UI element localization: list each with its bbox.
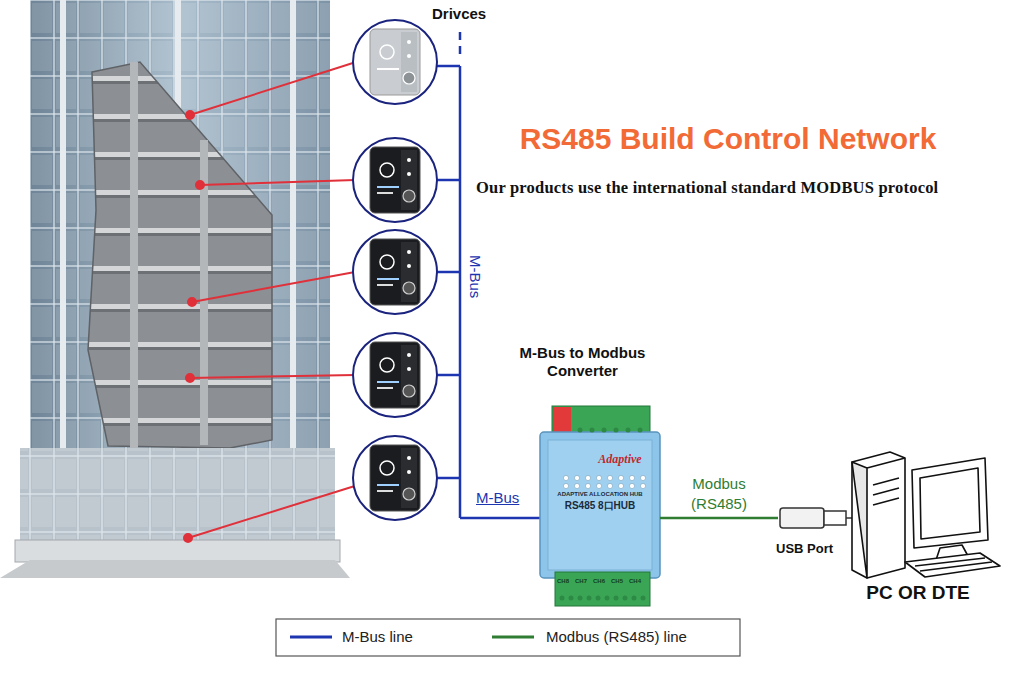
device-circle: [353, 138, 437, 222]
converter-hardware: [540, 406, 660, 606]
drive-bay: [873, 498, 899, 505]
bus-trunk: [459, 66, 462, 518]
leader-dot: [188, 298, 196, 306]
node-label: PC OR DTE: [838, 582, 998, 605]
legend-line-sample: [290, 636, 332, 639]
bus-drop: [437, 374, 460, 377]
keyboard: [905, 553, 1000, 577]
column: [130, 62, 138, 448]
terminal-screws: [560, 596, 646, 601]
device-circle: [353, 333, 437, 417]
bus-continuation: [459, 32, 462, 58]
thermostat-symbol: [370, 29, 420, 95]
legend-text: M-Bus line: [342, 628, 413, 646]
bus-drop: [437, 179, 460, 182]
key-row: [920, 562, 992, 571]
channel-terminal-block: [555, 572, 650, 606]
bus-feed: [460, 517, 540, 520]
diagram-title: RS485 Build Control Network: [478, 122, 978, 156]
leader-dot: [186, 374, 194, 382]
drive-bay: [873, 478, 899, 485]
leader-dot: [184, 534, 192, 542]
brand-name: Adaptive: [585, 452, 655, 466]
m-bus-wiring: [437, 32, 540, 518]
podium: [15, 540, 340, 562]
terminal-screws: [578, 428, 643, 433]
lower-floors: [20, 448, 335, 543]
thermostat-symbol: [370, 147, 420, 213]
bus-label: M-Bus: [476, 489, 519, 507]
leader-dot: [196, 181, 204, 189]
leader-line: [200, 180, 355, 185]
bus-drop: [437, 477, 460, 480]
leader-dot: [186, 111, 194, 119]
modbus-connector: [660, 517, 778, 520]
cutaway-floors: [88, 62, 272, 448]
port-label: USB Port: [776, 541, 833, 557]
connector-label: Modbus (RS485): [677, 474, 761, 513]
device-circle: [353, 230, 437, 314]
legend-frame: [276, 619, 740, 656]
leader-lines: [184, 62, 358, 542]
channel-label: CH8: [557, 578, 569, 585]
bus-label: M-Bus: [466, 255, 484, 298]
device-label: ADAPTIVE ALLOCATION HUB: [540, 491, 660, 498]
thermostat-symbol: [370, 342, 420, 408]
channel-label: CH6: [593, 578, 605, 585]
legend-text: Modbus (RS485) line: [546, 628, 687, 646]
building-illustration: [0, 0, 350, 578]
monitor: [912, 458, 988, 548]
computer-box: PC OR DTE: [778, 440, 1000, 612]
converter-body: [540, 432, 660, 578]
bus-drop: [437, 65, 460, 68]
diagram-caption: Our products use the international stand…: [476, 178, 1016, 198]
leader-line: [188, 485, 358, 538]
thermostat-symbol: [370, 239, 420, 305]
channel-label: CH4: [629, 578, 641, 585]
device-circle: [353, 436, 437, 520]
legend-line-sample: [492, 636, 534, 639]
computer-symbol: [852, 452, 1000, 578]
lower-windows: [20, 448, 335, 543]
leader-line: [190, 62, 356, 115]
node-heading: M-Bus to Modbus Converter: [505, 344, 660, 380]
device-circle: [353, 20, 437, 104]
monitor-screen: [920, 468, 980, 539]
channel-label: CH5: [611, 578, 623, 585]
pc-tower: [852, 452, 905, 578]
pc-tower-edge: [867, 458, 905, 468]
thermostat-devices: [353, 20, 437, 520]
thermostat-symbol: [370, 445, 420, 511]
ground: [0, 560, 350, 578]
converter-box: M-Bus to Modbus ConverterAdaptiveADAPTIV…: [505, 338, 660, 610]
pc-tower-side: [852, 462, 867, 578]
bus-drop: [437, 271, 460, 274]
leader-line: [192, 272, 355, 302]
leader-line: [190, 375, 355, 378]
status-leds: [563, 475, 645, 488]
devices-label: Drivces: [432, 5, 486, 23]
model-label: RS485 8口HUB: [540, 500, 660, 512]
drive-bay: [873, 488, 899, 495]
channel-label: CH7: [575, 578, 587, 585]
